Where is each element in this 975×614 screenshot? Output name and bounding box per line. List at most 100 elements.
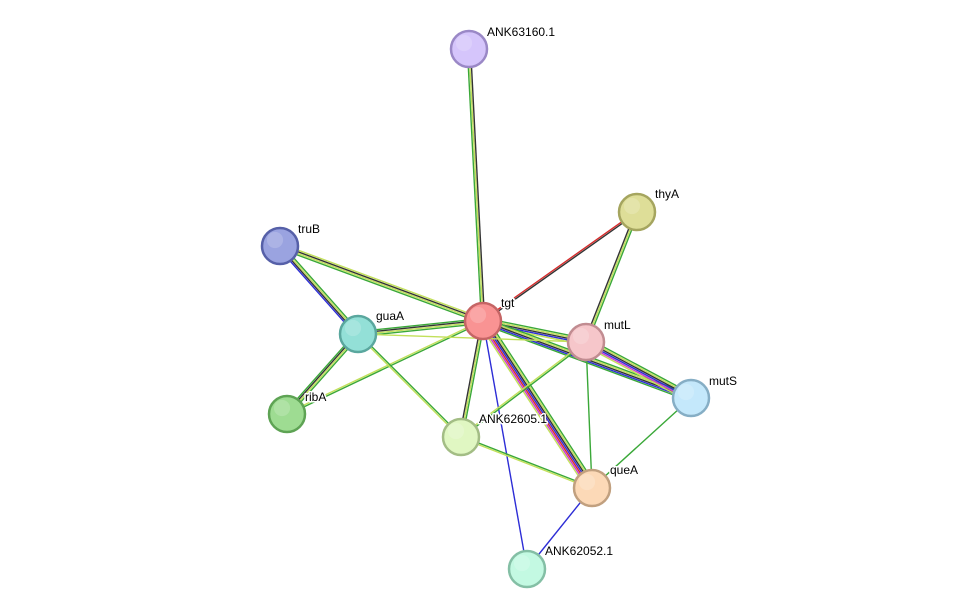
edge-tgt-thyA[interactable] — [482, 210, 638, 323]
edge-tgt-truB[interactable] — [278, 243, 485, 324]
edge-evidence-line — [586, 212, 640, 343]
edge-evidence-line — [585, 341, 593, 489]
edge-evidence-line — [356, 334, 461, 439]
node-mutL[interactable]: mutL — [566, 317, 633, 362]
node-circle[interactable] — [566, 322, 606, 362]
node-highlight — [266, 231, 284, 249]
edge-evidence-line — [486, 317, 597, 486]
edge-evidence-line — [586, 339, 693, 397]
edge-evidence-line — [585, 211, 638, 343]
node-label: queA — [610, 463, 638, 477]
node-truB[interactable]: truB — [260, 221, 322, 266]
edge-evidence-line — [483, 319, 594, 488]
node-label: ANK62052.1 — [545, 544, 613, 558]
edge-evidence-line — [458, 320, 483, 437]
node-circle[interactable] — [507, 549, 547, 589]
edge-evidence-line — [482, 320, 593, 489]
node-label: guaA — [376, 309, 404, 323]
edge-evidence-line — [278, 246, 358, 335]
node-circle[interactable] — [572, 468, 612, 508]
node-ANK63160.1[interactable]: ANK63160.1 — [449, 24, 557, 69]
edge-evidence-line — [585, 342, 691, 400]
edge-mutS-queA[interactable] — [591, 397, 692, 489]
node-circle[interactable] — [267, 394, 307, 434]
edge-mutL-mutS[interactable] — [583, 337, 694, 403]
node-highlight — [469, 306, 487, 324]
node-queA[interactable]: queA — [572, 462, 640, 508]
node-circle[interactable] — [463, 301, 503, 341]
edge-evidence-line — [279, 246, 483, 323]
edge-evidence-line — [586, 340, 692, 398]
node-tgt[interactable]: tgt — [463, 295, 517, 341]
edge-evidence-line — [280, 245, 360, 334]
node-circle[interactable] — [617, 192, 657, 232]
node-ribA[interactable]: ribA — [267, 389, 328, 434]
node-highlight — [623, 197, 641, 215]
node-label: mutS — [709, 374, 737, 388]
nodes-layer: tgt ANK63160.1 thyA truB guaA mutL mutS ribA ANK… — [260, 24, 739, 589]
node-thyA[interactable]: thyA — [617, 186, 681, 232]
edge-evidence-line — [278, 247, 483, 324]
edge-guaA-mutL[interactable] — [357, 333, 587, 343]
edge-tgt-ANK62052.1[interactable] — [482, 320, 528, 570]
edge-evidence-line — [482, 210, 637, 321]
edge-evidence-line — [583, 211, 637, 342]
edge-evidence-line — [468, 48, 484, 322]
node-highlight — [513, 554, 531, 572]
node-circle[interactable] — [441, 417, 481, 457]
edge-truB-guaA[interactable] — [277, 243, 361, 337]
edge-evidence-line — [485, 318, 596, 487]
edge-evidence-line — [280, 244, 484, 321]
edge-evidence-line — [461, 435, 593, 488]
edge-evidence-line — [460, 320, 484, 438]
edge-evidence-line — [461, 342, 587, 439]
edge-evidence-line — [280, 243, 485, 320]
edge-evidence-line — [482, 320, 528, 570]
node-highlight — [677, 383, 695, 401]
edge-guaA-ANK62605.1[interactable] — [356, 332, 463, 439]
node-ANK62052.1[interactable]: ANK62052.1 — [507, 543, 615, 589]
edge-evidence-line — [357, 319, 483, 334]
node-highlight — [578, 473, 596, 491]
edge-thyA-mutL[interactable] — [583, 211, 640, 343]
edge-mutL-queA[interactable] — [585, 341, 593, 489]
node-label: ribA — [305, 390, 326, 404]
edge-evidence-line — [584, 343, 691, 401]
edge-tgt-ANK62605.1[interactable] — [458, 320, 486, 438]
node-ANK62605.1[interactable]: ANK62605.1 — [441, 411, 549, 457]
edge-tgt-queA[interactable] — [478, 317, 597, 492]
edge-evidence-line — [358, 332, 463, 437]
edge-evidence-line — [357, 333, 587, 343]
edge-evidence-line — [466, 49, 483, 322]
node-highlight — [455, 34, 473, 52]
edge-evidence-line — [478, 323, 589, 492]
node-highlight — [447, 422, 465, 440]
node-circle[interactable] — [338, 314, 378, 354]
edge-mutL-ANK62605.1[interactable] — [460, 340, 587, 439]
node-highlight — [273, 399, 291, 417]
edge-tgt-ANK63160.1[interactable] — [466, 48, 486, 322]
edge-evidence-line — [583, 344, 690, 403]
edge-evidence-line — [357, 317, 483, 333]
edge-evidence-line — [587, 337, 694, 396]
edge-ANK62605.1-queA[interactable] — [460, 435, 593, 490]
node-circle[interactable] — [449, 29, 489, 69]
edge-evidence-line — [281, 243, 361, 333]
node-guaA[interactable]: guaA — [338, 308, 406, 354]
node-label: ANK62605.1 — [479, 412, 547, 426]
node-circle[interactable] — [260, 226, 300, 266]
edges-layer — [277, 48, 694, 570]
edge-evidence-line — [358, 321, 484, 336]
edge-evidence-line — [479, 322, 590, 491]
node-highlight — [572, 327, 590, 345]
edge-evidence-line — [461, 321, 486, 438]
edge-evidence-line — [481, 321, 592, 490]
node-mutS[interactable]: mutS — [671, 373, 739, 418]
node-highlight — [344, 319, 362, 337]
node-circle[interactable] — [671, 378, 711, 418]
edge-evidence-line — [460, 340, 586, 437]
edge-evidence-line — [469, 48, 486, 321]
node-label: ANK63160.1 — [487, 25, 555, 39]
node-label: tgt — [501, 296, 515, 310]
edge-evidence-line — [286, 319, 483, 414]
